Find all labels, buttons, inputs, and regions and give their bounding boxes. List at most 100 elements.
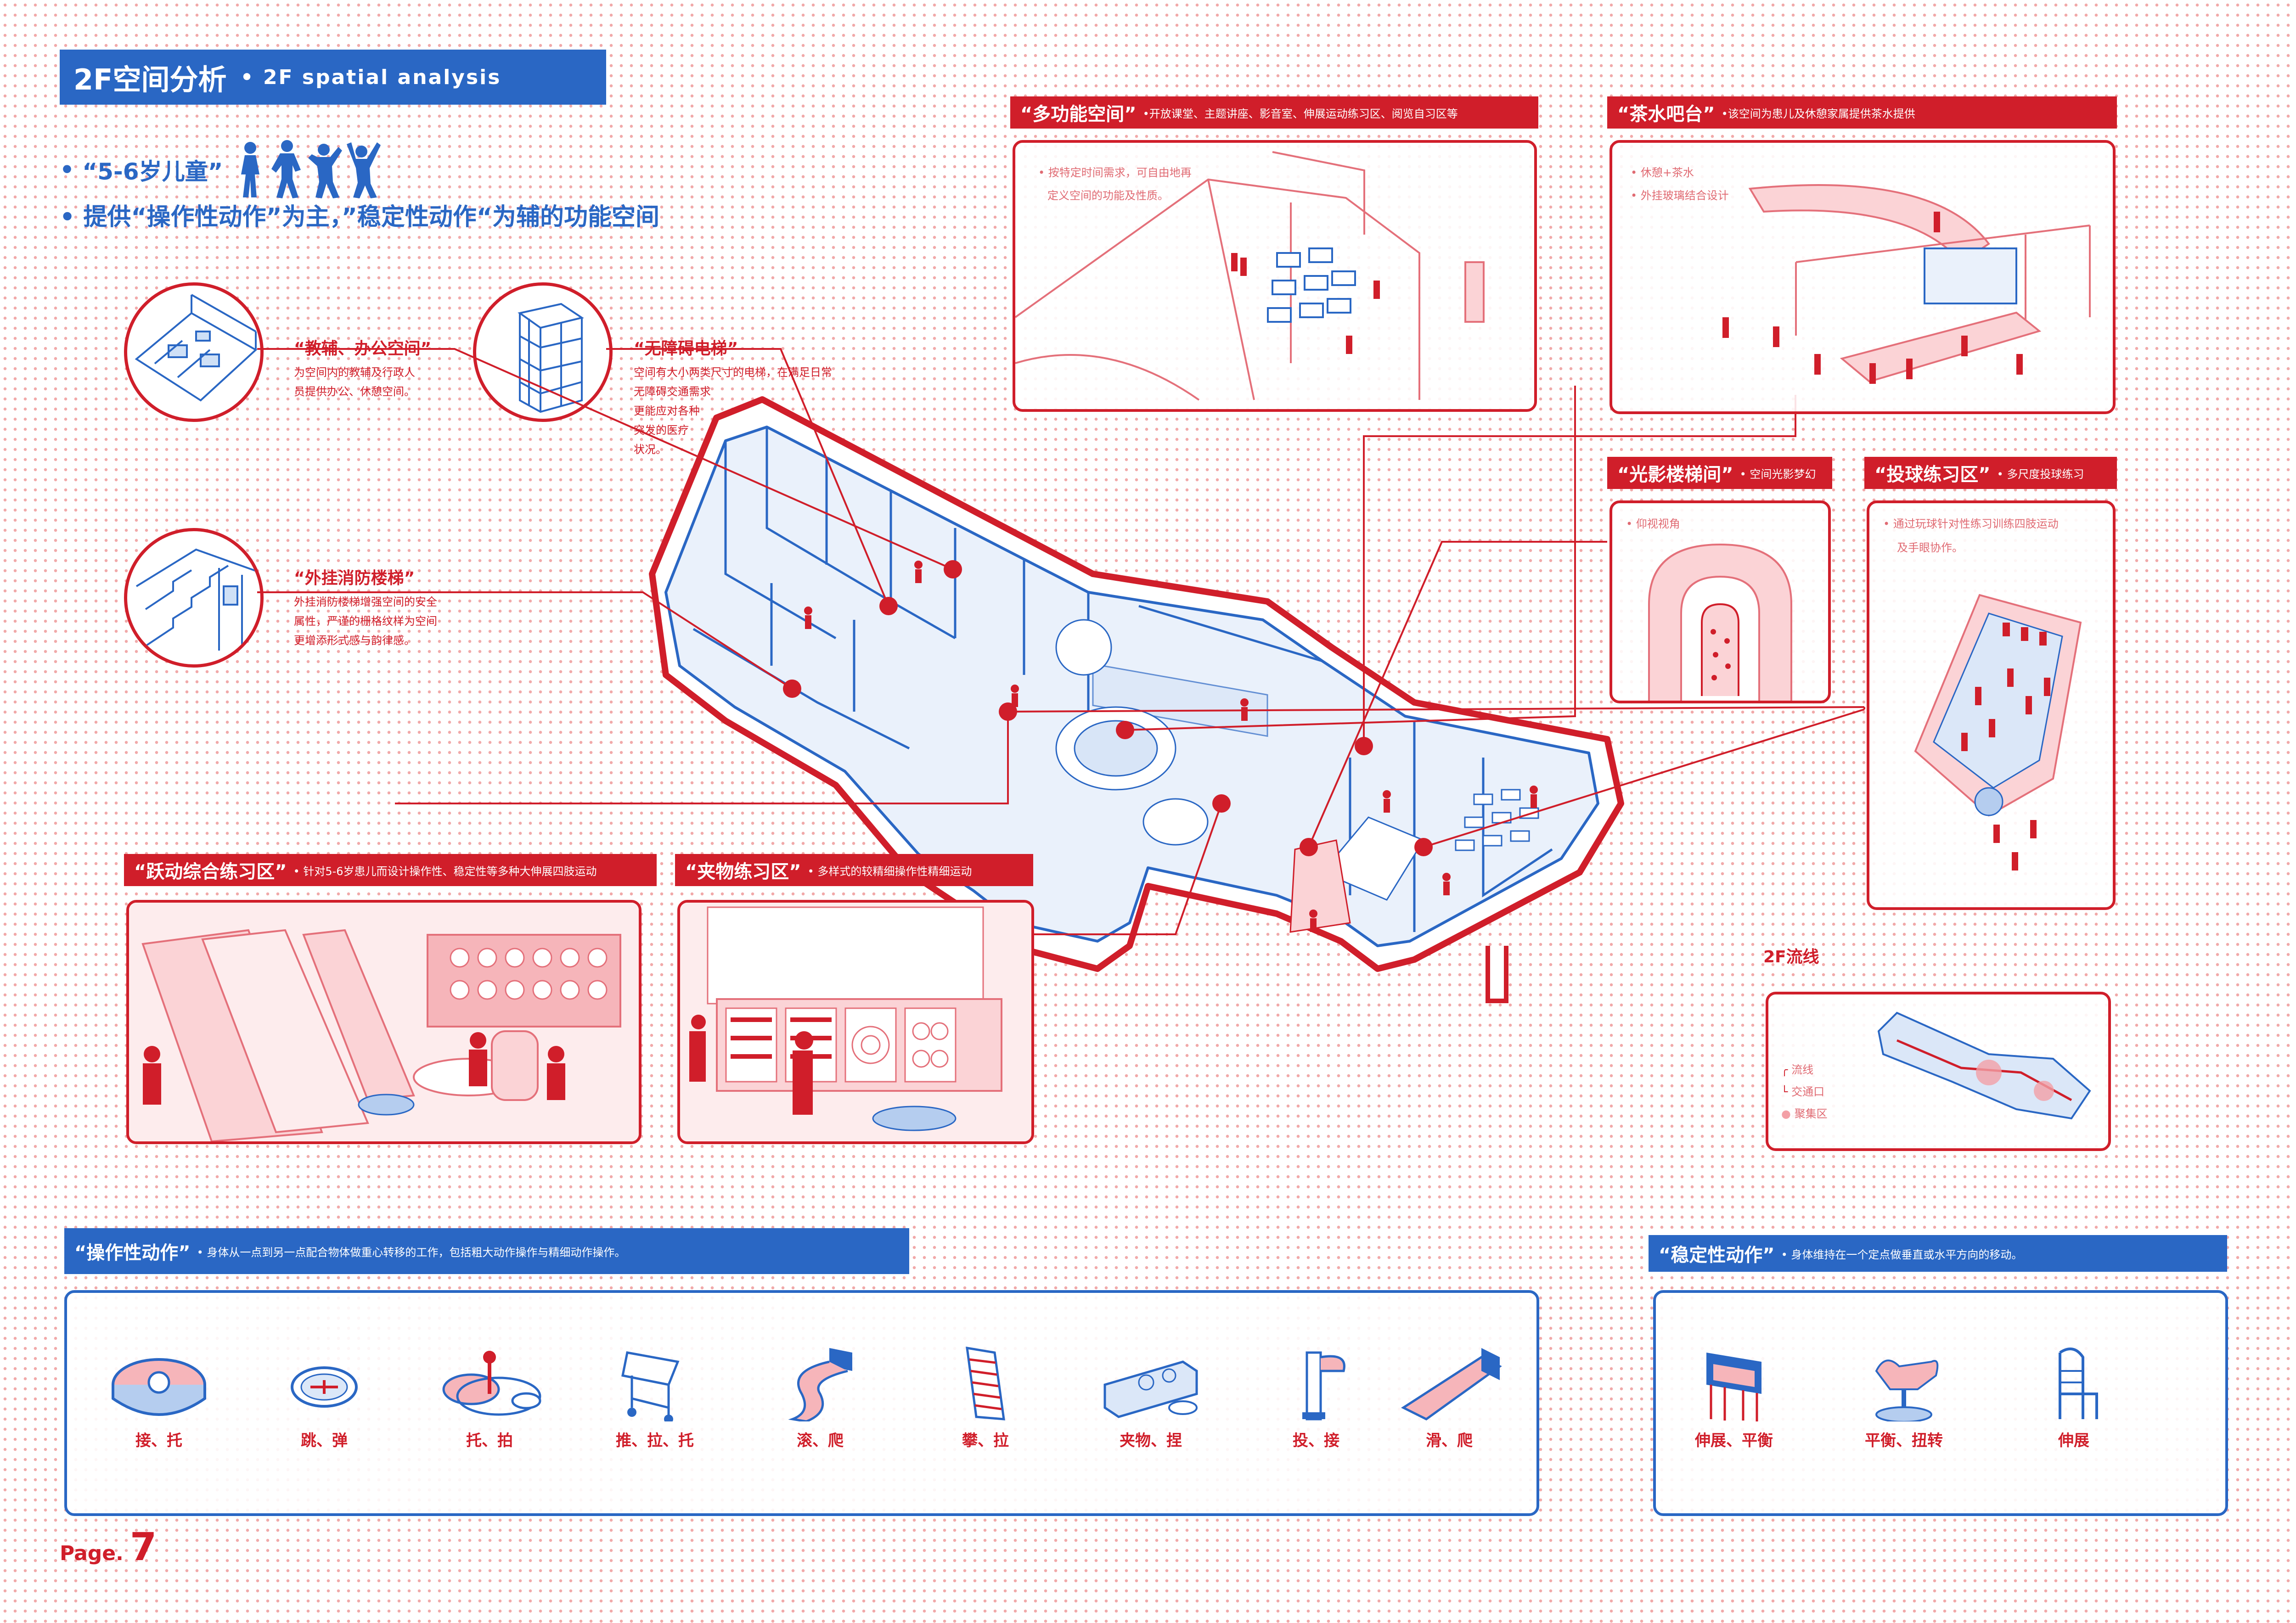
action-roll-crawl-label: 滚、爬 [797,1432,844,1450]
elevator-desc-2: 无障碍交通需求 [634,385,711,398]
stability-panel: 伸展、平衡 平衡、扭转 伸展 [1653,1290,2228,1516]
action-roll-crawl: 滚、爬 [760,1343,880,1450]
page-title-bar: 2F空间分析 • 2F spatial analysis [60,50,606,105]
multi-function-header: “多功能空间” •开放课堂、主题讲座、影音室、伸展运动练习区、阅览自习区等 [1010,96,1538,129]
light-stair-note: • 仰视视角 [1626,517,1680,530]
light-stair-illustration [1648,543,1792,701]
page-title: 2F空间分析 [73,63,227,96]
action-catch-hold-label: 接、托 [135,1432,182,1450]
flow-legend-gather: ● 聚集区 [1781,1107,1828,1120]
action-slide-crawl: 滑、爬 [1390,1343,1509,1450]
light-stair-desc: • 空间光影梦幻 [1739,467,1816,481]
climbing-ladder-icon [966,1346,1005,1421]
clip-area-panel [677,900,1034,1144]
action-climb-pull: 攀、拉 [926,1343,1045,1450]
manipulative-panel: 接、托 跳、弹 托、拍 推、拉、托 滚、爬 [64,1290,1539,1516]
stairs-desc-1: 外挂消防楼梯增强空间的安全 [294,595,437,608]
tea-bar-title: “茶水吧台” [1617,104,1715,125]
light-stair-title: “光影楼梯间” [1617,464,1733,485]
tea-bar-illustration [1722,184,2091,384]
stairs-desc-3: 更增添形式感与韵律感。 [294,634,415,647]
manipulative-header: “操作性动作” • 身体从一点到另一点配合物体做重心转移的工作，包括粗大动作操作… [64,1228,909,1274]
page-number: Page. 7 [60,1524,157,1569]
throw-practice-note-2: 及手眼协作。 [1897,541,1963,554]
action-stretch-label: 伸展 [2058,1432,2089,1450]
multi-function-title: “多功能空间” [1020,104,1137,125]
stairs-detail-circle [124,528,264,668]
action-stretch: 伸展 [2014,1343,2133,1450]
throw-practice-title: “投球练习区” [1874,464,1991,485]
gather-dot-icon: ● [1781,1107,1795,1120]
page-subtitle: • 2F spatial analysis [240,65,501,89]
intro-line-2: • 提供“操作性动作”为主，”稳定性动作“为辅的功能空间 [60,203,660,231]
office-detail-circle [124,282,264,422]
clip-area-header: “夹物练习区” • 多样式的较精细操作性精细运动 [675,854,1033,886]
spring-rider-icon [1875,1359,1939,1421]
trampoline-icon [291,1366,358,1408]
action-slide-crawl-label: 滑、爬 [1426,1432,1473,1450]
flow-line-icon: ╭ [1781,1063,1792,1076]
throw-practice-panel: • 通过玩球针对性练习训练四肢运动 及手眼协作。 [1867,500,2116,910]
action-hold-pat: 托、拍 [430,1343,549,1450]
children-silhouette-icon [241,140,381,198]
throw-practice-desc: • 多尺度投球练习 [1997,467,2084,481]
jump-area-desc: • 针对5-6岁患儿而设计操作性、稳定性等多种大伸展四肢运动 [293,865,597,878]
stretch-frame-icon [2059,1348,2098,1419]
jump-area-title: “跃动综合练习区” [134,861,287,882]
cart-icon [621,1351,680,1421]
action-grip-pinch-label: 夹物、捏 [1120,1432,1182,1450]
flow-legend-entry: └ 交通口 [1781,1085,1825,1098]
action-push-pull-hold: 推、拉、托 [595,1343,715,1450]
stairs-desc-2: 属性，严谨的栅格纹样为空间 [294,615,437,628]
light-stair-panel: • 仰视视角 [1609,500,1831,703]
rooms-fill [1055,619,1425,933]
tea-bar-note-1: • 休憩+茶水 [1631,166,1694,179]
action-climb-pull-label: 攀、拉 [962,1432,1009,1450]
slide-icon [1401,1348,1502,1421]
action-jump-bounce-label: 跳、弹 [301,1432,348,1450]
elevator-desc-5: 状况。 [634,443,667,456]
action-balance-twist: 平衡、扭转 [1844,1343,1964,1450]
stability-header: “稳定性动作” • 身体维持在一个定点做垂直或水平方向的移动。 [1649,1235,2227,1272]
tea-bar-note-2: • 外挂玻璃结合设计 [1631,189,1729,202]
stairs-annotation: “外挂消防楼梯” 外挂消防楼梯增强空间的安全 属性，严谨的栅格纹样为空间 更增添… [294,565,505,650]
tea-bar-header: “茶水吧台” •该空间为患儿及休憩家属提供茶水提供 [1607,96,2117,129]
fire-stairs-icon [135,548,260,655]
bullet-dot: • [60,157,83,183]
jump-area-header: “跃动综合练习区” • 针对5-6岁患儿而设计操作性、稳定性等多种大伸展四肢运动 [124,854,657,886]
action-stretch-balance-label: 伸展、平衡 [1695,1432,1773,1450]
elevator-detail-circle [473,282,613,422]
clip-area-desc: • 多样式的较精细操作性精细运动 [807,865,972,878]
light-stair-header: “光影楼梯间” • 空间光影梦幻 [1607,457,1832,489]
flow-title: 2F流线 [1763,948,1819,966]
stairs-title: “外挂消防楼梯” [294,569,415,588]
office-desc-1: 为空间内的教辅及行政人 [294,366,415,379]
multi-function-note-2: 定义空间的功能及性质。 [1047,189,1169,202]
clip-area-title: “夹物练习区” [685,861,801,882]
throw-practice-header: “投球练习区” • 多尺度投球练习 [1864,457,2117,489]
action-grip-pinch: 夹物、捏 [1091,1343,1210,1450]
elevator-desc-1: 空间有大小两类尺寸的电梯，在满足日常 [634,366,832,379]
action-stretch-balance: 伸展、平衡 [1674,1343,1794,1450]
basketball-hoop-icon [1302,1351,1345,1421]
elevator-desc-4: 突发的医疗 [634,424,689,437]
action-throw-catch: 投、接 [1256,1343,1376,1450]
people-figures [804,561,1538,932]
tube-slide-icon [788,1348,852,1421]
flow-legend-line: ╭ 流线 [1781,1063,1814,1076]
jump-area-illustration [129,903,639,1141]
office-desc-2: 员提供办公、休憩空间。 [294,385,415,398]
manipulative-desc: • 身体从一点到另一点配合物体做重心转移的工作，包括粗大动作操作与精细动作操作。 [197,1246,626,1259]
spinning-disc-icon [112,1358,206,1416]
flow-mini-plan [1877,1011,2091,1120]
flow-legend: ╭ 流线 └ 交通口 ● 聚集区 [1781,1059,1828,1125]
throw-practice-note-1: • 通过玩球针对性练习训练四肢运动 [1883,517,2059,530]
multi-function-panel: • 按特定时间需求，可自由地再 定义空间的功能及性质。 [1013,140,1537,412]
page-number-value: 7 [129,1524,157,1569]
age-group-label: “5-6岁儿童” [82,158,223,185]
multi-function-note-1: • 按特定时间需求，可自由地再 [1038,166,1192,179]
floor-plan-axonometric [649,396,1624,1003]
clip-area-illustration [680,903,1031,1141]
throw-practice-illustration [1914,594,2082,870]
